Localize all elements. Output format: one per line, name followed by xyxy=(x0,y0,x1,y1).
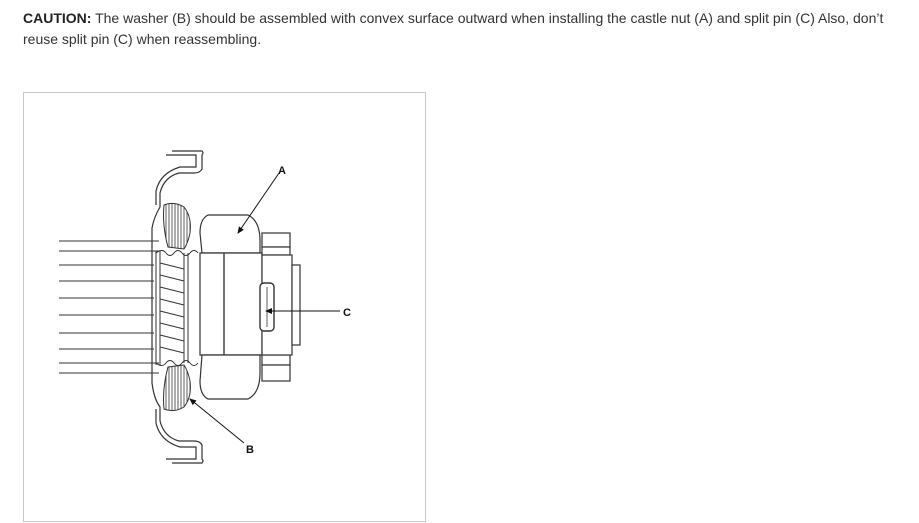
caution-text: The washer (B) should be assembled with … xyxy=(23,10,884,47)
caution-prefix: CAUTION: xyxy=(23,10,92,26)
castle-nut-diagram: A B C xyxy=(23,92,426,522)
thread-section xyxy=(155,250,199,366)
split-pin-c xyxy=(259,282,275,332)
label-a: A xyxy=(278,165,286,177)
caution-note: CAUTION: The washer (B) should be assemb… xyxy=(23,8,903,50)
label-c: C xyxy=(343,307,351,319)
label-b: B xyxy=(246,444,254,456)
shaft xyxy=(59,240,159,374)
washer-b xyxy=(163,202,191,412)
leader-lines xyxy=(189,172,340,444)
knuckle-housing xyxy=(151,150,204,464)
diagram-drawing: A B C xyxy=(59,150,351,464)
castle-nut-a xyxy=(199,214,301,400)
